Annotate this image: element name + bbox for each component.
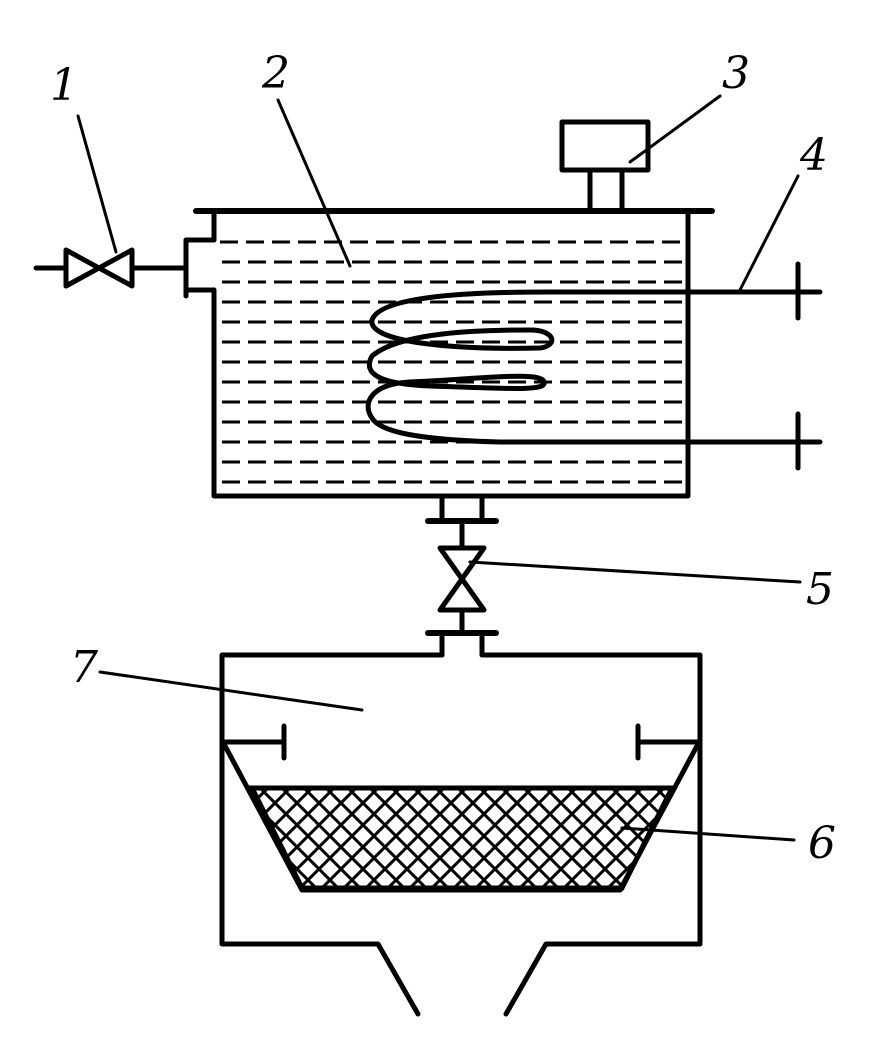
label-5: 5 — [806, 564, 834, 615]
heating-coil-icon — [365, 261, 823, 471]
label-7: 7 — [70, 642, 98, 693]
outlet-pipe — [425, 493, 499, 658]
label-3: 3 — [722, 48, 750, 99]
label-2: 2 — [261, 48, 290, 99]
label-4: 4 — [799, 130, 828, 181]
valve-icon — [437, 545, 487, 613]
mesh-filter-icon — [247, 785, 677, 891]
valve-icon — [63, 247, 135, 289]
label-1: 1 — [50, 60, 78, 111]
liquid — [220, 240, 684, 484]
leader-lines — [76, 94, 802, 842]
box-icon — [559, 119, 651, 214]
upper-tank — [193, 208, 715, 499]
label-6: 6 — [808, 818, 836, 869]
inlet-pipe — [33, 237, 217, 299]
